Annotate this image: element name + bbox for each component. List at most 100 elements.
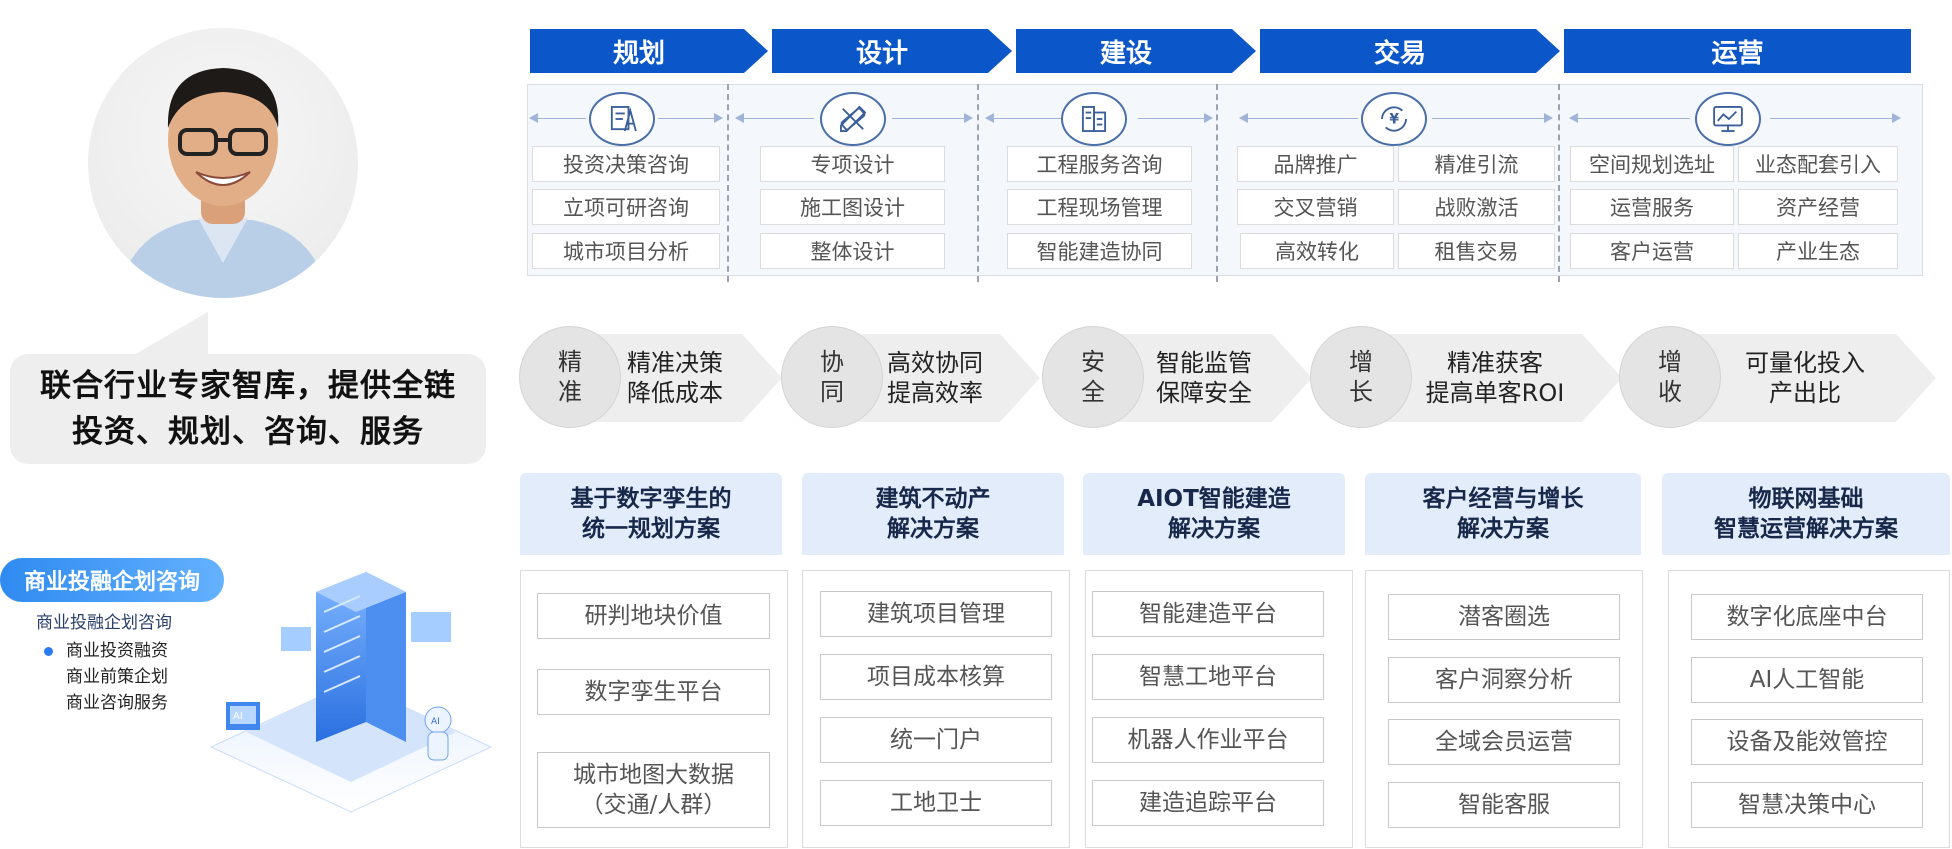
phase-tag: 施工图设计 [760,189,945,225]
phase-label: 运营 [1711,38,1764,69]
isometric-city-icon: AI AI [209,572,493,813]
solution-title: 基于数字孪生的 统一规划方案 [520,473,782,555]
value-line: 提高单客ROI [1425,379,1565,407]
item-line: （交通/人群） [580,792,727,818]
flow-arrow [1770,113,1901,123]
solution-title: AIOT智能建造 解决方案 [1083,473,1345,555]
solution-item: 建筑项目管理 [820,591,1052,637]
phase-tag: 空间规划选址 [1570,146,1734,182]
solution-title: 物联网基础 智慧运营解决方案 [1662,473,1950,555]
title-line: 统一规划方案 [582,516,720,542]
phase-divider [1558,84,1560,282]
service-list: 商业投资融资 商业前策企划 商业咨询服务 [44,638,168,716]
badge-char: 长 [1349,378,1373,406]
badge-char: 增 [1349,348,1373,376]
phase-tag: 品牌推广 [1237,146,1394,182]
flow-arrow [735,113,814,123]
solution-item: 项目成本核算 [820,654,1052,700]
service-pill: 商业投融企划咨询 [0,558,224,602]
item-line: AI人工智能 [1749,667,1865,693]
phase-operation: 运营 [1564,29,1911,73]
slogan-line-1: 联合行业专家智库，提供全链 [40,368,456,404]
badge-char: 增 [1658,348,1682,376]
flow-arrow [529,113,586,123]
title-line: 客户经营与增长 [1422,486,1584,512]
phase-tag: 城市项目分析 [532,233,720,269]
solution-item: 设备及能效管控 [1691,719,1923,765]
item-line: 项目成本核算 [867,664,1005,690]
value-badge-revenue: 增 收 [1620,327,1720,427]
expert-avatar [88,28,358,298]
phase-label: 交易 [1373,38,1426,69]
illustration-ai-label-2: AI [431,717,440,727]
solution-item: 智能建造平台 [1092,591,1324,637]
value-line: 智能监管 [1156,349,1252,377]
solution-item: 客户洞察分析 [1388,657,1620,703]
solution-title: 客户经营与增长 解决方案 [1365,473,1641,555]
phase-tag: 高效转化 [1240,233,1394,269]
item-line: 工地卫士 [890,790,982,816]
flow-arrow [892,113,973,123]
phase-tag: 产业生态 [1738,233,1898,269]
value-line: 精准获客 [1447,349,1543,377]
service-item-2: 商业前策企划 [66,667,168,687]
item-line: 智慧工地平台 [1139,664,1277,690]
solution-title: 建筑不动产 解决方案 [802,473,1064,555]
phase-divider [727,84,729,282]
badge-char: 收 [1658,378,1682,406]
service-item-3: 商业咨询服务 [66,693,168,713]
value-badge-collaboration: 协 同 [782,327,882,427]
phase-label: 规划 [612,38,665,69]
item-line: 研判地块价值 [584,603,723,629]
phase-divider [1216,84,1218,282]
title-line: 建筑不动产 [875,486,991,512]
phase-tag: 智能建造协同 [1007,233,1192,269]
phase-tag: 资产经营 [1738,189,1898,225]
drafting-tools-icon [820,92,886,146]
phase-label: 设计 [855,38,908,69]
service-item-1: 商业投资融资 [44,638,168,664]
solution-item: AI人工智能 [1691,657,1923,703]
value-line: 产出比 [1769,379,1841,407]
title-line: 解决方案 [1457,516,1549,542]
value-line: 提高效率 [887,379,983,407]
badge-char: 全 [1081,378,1105,406]
phase-divider [977,84,979,282]
value-text: 高效协同 提高效率 [868,334,1002,422]
phase-construction: 建设 [1016,29,1256,73]
phase-tag: 租售交易 [1398,233,1555,269]
solution-item: 数字孪生平台 [537,669,770,715]
expert-slogan: 联合行业专家智库，提供全链 投资、规划、咨询、服务 [10,354,486,464]
flow-arrow [1569,113,1690,123]
item-line: 数字孪生平台 [584,679,723,705]
solution-item: 研判地块价值 [537,593,770,639]
title-line: AIOT智能建造 [1137,486,1291,512]
bubble-tail [132,312,208,356]
flow-arrow [658,113,723,123]
badge-char: 同 [820,378,844,406]
phase-tag: 工程服务咨询 [1007,146,1192,182]
title-line: 基于数字孪生的 [570,486,732,512]
value-badge-growth: 增 长 [1311,327,1411,427]
item-line: 机器人作业平台 [1127,727,1289,753]
value-text: 精准获客 提高单客ROI [1410,334,1580,422]
phase-tag: 战败激活 [1398,189,1555,225]
flow-arrow [1138,113,1213,123]
item-line: 统一门户 [890,727,982,753]
item-line: 设备及能效管控 [1726,729,1888,755]
flow-arrow [1239,113,1358,123]
solution-item: 潜客圈选 [1388,594,1620,640]
phase-label: 建设 [1099,38,1152,69]
solution-item: 智能客服 [1388,782,1620,828]
phase-tag: 投资决策咨询 [532,146,720,182]
value-line: 精准决策 [627,349,723,377]
badge-char: 协 [820,348,844,376]
phase-tag: 业态配套引入 [1738,146,1898,182]
title-line: 解决方案 [1168,516,1260,542]
value-text: 智能监管 保障安全 [1134,334,1274,422]
phase-tag: 运营服务 [1570,189,1734,225]
service-subtitle: 商业投融企划咨询 [36,613,172,633]
item-line: 建造追踪平台 [1139,790,1277,816]
value-text: 可量化投入 产出比 [1720,334,1890,422]
phase-tag: 客户运营 [1570,233,1734,269]
